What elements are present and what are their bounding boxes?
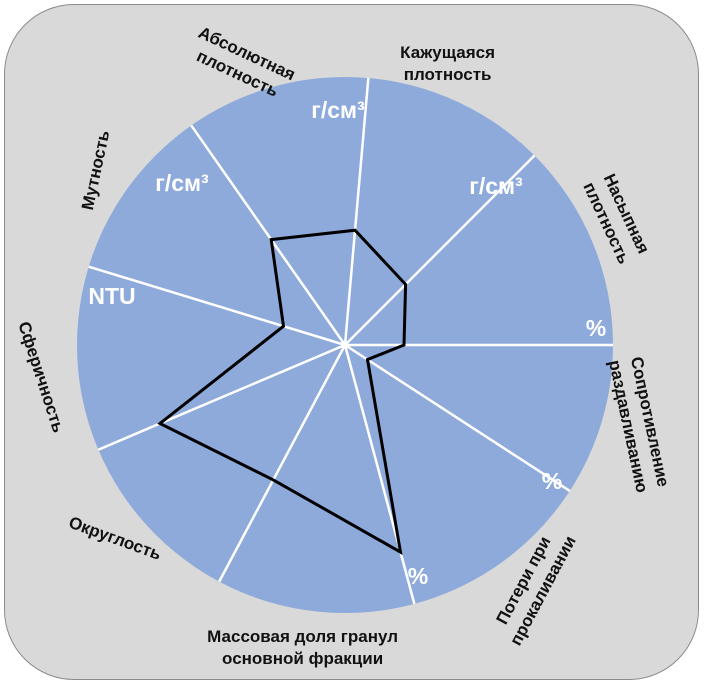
unit-label-9: г/см³ xyxy=(155,170,209,196)
spoke-9 xyxy=(190,124,347,346)
axis-label-1-line-2: плотность xyxy=(404,65,492,84)
spoke-4 xyxy=(344,343,571,493)
axis-label-8: Мутность xyxy=(78,129,113,212)
spoke-7 xyxy=(97,343,346,451)
axis-label-5-line-1: Массовая доля гранул xyxy=(207,627,398,646)
axis-label-7-line-1: Сферичность xyxy=(14,319,68,435)
spoke-2 xyxy=(344,154,536,346)
unit-label-1: г/см³ xyxy=(311,97,365,123)
spoke-5 xyxy=(343,344,416,605)
axis-label-1: Кажущаяся плотность xyxy=(400,43,495,84)
spoke-1 xyxy=(343,77,370,346)
axis-label-1-line-1: Кажущаяся xyxy=(400,43,495,62)
unit-label-2: г/см³ xyxy=(469,173,523,199)
unit-label-8: NTU xyxy=(88,283,135,309)
value-polygon xyxy=(157,228,408,555)
axis-label-7: Сферичность xyxy=(14,319,68,435)
unit-label-3: % xyxy=(586,315,606,341)
axis-label-3: Сопротивлениераздавливанию xyxy=(605,354,673,495)
unit-label-5: % xyxy=(408,563,428,589)
spoke-6 xyxy=(218,344,347,583)
axis-label-8-line-1: Мутность xyxy=(78,129,113,212)
axis-label-5-line-2: основной фракции xyxy=(222,649,383,668)
spoke-8 xyxy=(88,265,346,347)
axis-label-5: Массовая доля гранул основной фракции xyxy=(207,627,398,668)
unit-label-4: % xyxy=(542,468,562,494)
